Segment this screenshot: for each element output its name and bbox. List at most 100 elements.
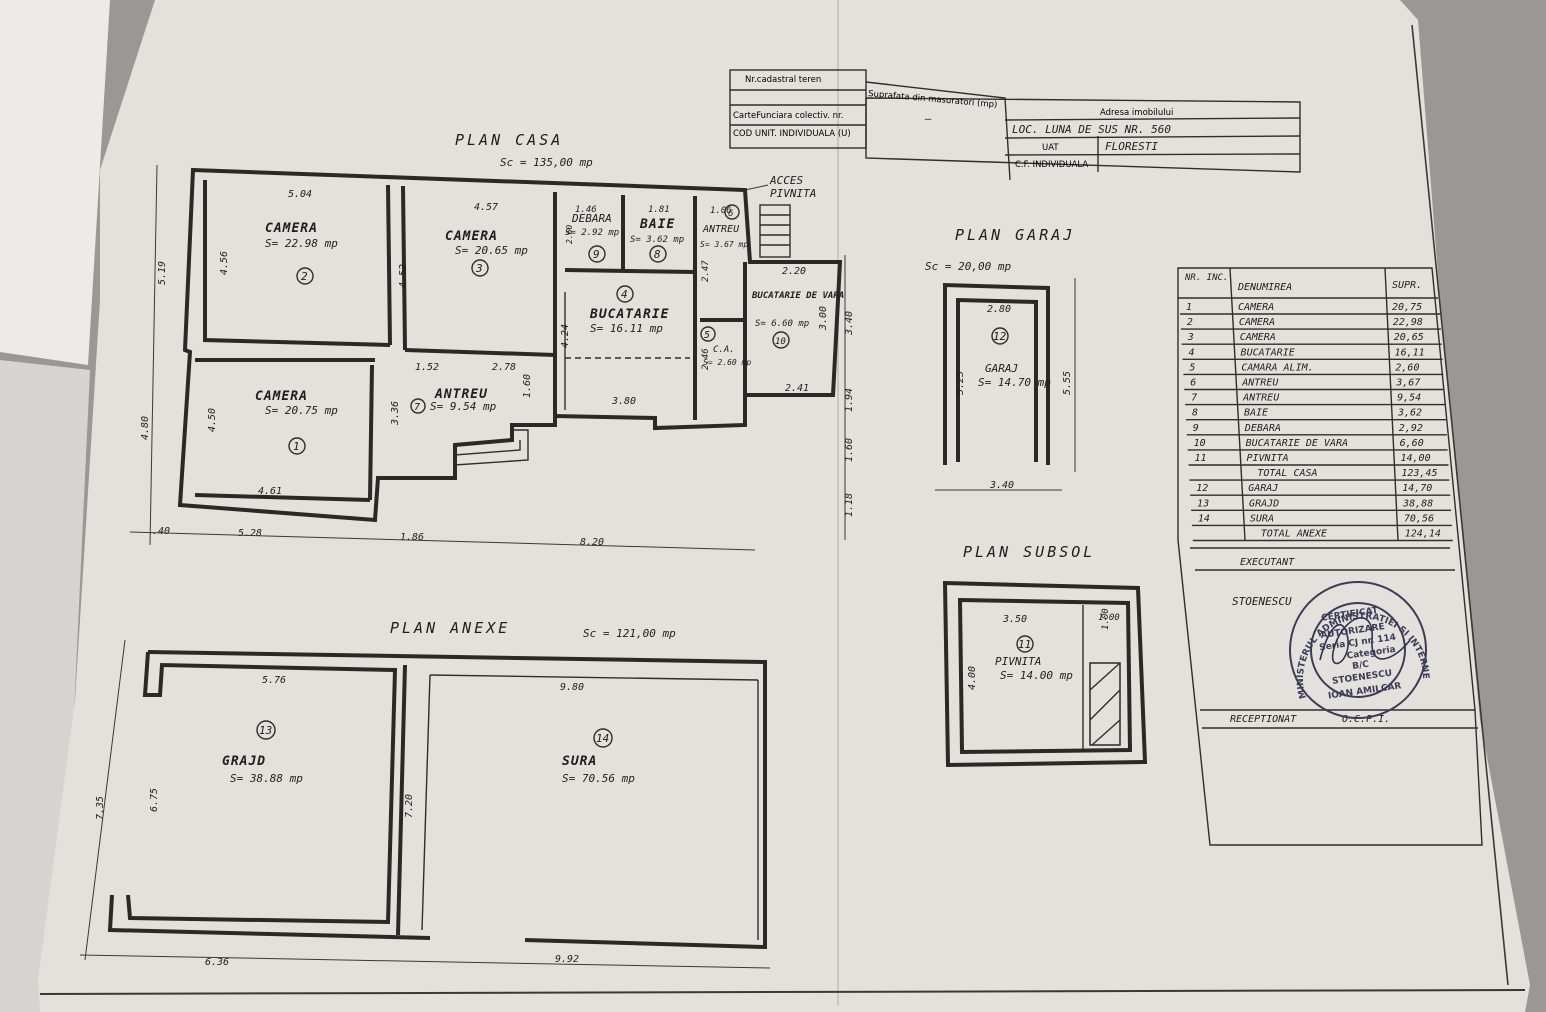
room-label: DEBARA: [571, 212, 612, 225]
plan-subsol-title: PLAN SUBSOL: [963, 543, 1095, 561]
table-cell-supr: 22,98: [1393, 317, 1423, 328]
table-cell-supr: 14,00: [1401, 453, 1431, 464]
room-number: 9: [593, 248, 600, 261]
casa-outer-wall: [177, 167, 843, 523]
dim-label: 2.78: [492, 362, 516, 373]
room-number-circle: [410, 398, 426, 414]
room-area: S= 20.65 mp: [455, 244, 528, 257]
wall-3-left: [401, 185, 407, 351]
wall-debara-bottom: [564, 268, 696, 274]
wall-3-bottom: [404, 348, 556, 357]
room-label: SURA: [562, 754, 597, 769]
dim-label: 5.19: [157, 261, 168, 285]
table-cell-nr: 6: [1190, 378, 1196, 389]
room-area: S= 3.67 mp: [700, 240, 748, 249]
table-cell-denumire: SURA: [1250, 513, 1274, 524]
dim-label: 7.35: [95, 796, 106, 820]
dim-label: 5.04: [288, 189, 312, 200]
room-area: S= 6.60 mp: [755, 319, 809, 329]
table-cell-nr: 4: [1189, 347, 1195, 358]
grajd-inner: [126, 651, 398, 925]
table-cell-nr: 14: [1198, 513, 1210, 524]
table-cell-supr: 2,60: [1395, 362, 1419, 373]
subsol-inner-wall: [957, 597, 1133, 755]
dim-label: 1.81: [648, 205, 670, 215]
table-cell-denumire: PIVNITA: [1247, 453, 1289, 464]
room-number: 1: [293, 440, 300, 453]
camera2-inner-wall: [203, 180, 391, 347]
dim-label: 8.20: [580, 537, 604, 548]
table-cell-supr: 123,45: [1401, 468, 1437, 479]
room-area: S= 9.54 mp: [430, 400, 497, 413]
hatch-line: [1091, 719, 1121, 746]
room-number: 14: [596, 732, 609, 745]
room-label: CAMERA: [445, 229, 498, 244]
table-cell-nr: 13: [1197, 498, 1209, 509]
room-area: S= 3.62 mp: [630, 235, 684, 245]
room-number-circle: [649, 245, 667, 263]
ocpi-label: O.C.P.I.: [1342, 714, 1390, 725]
dim-label: 4.52: [398, 264, 409, 288]
dim-label: 1.18: [844, 493, 855, 517]
room-area: S= 2.60 mp: [703, 358, 751, 367]
table-cell-supr: 38,88: [1402, 498, 1433, 509]
table-cell-denumire: GRAJD: [1249, 498, 1279, 509]
dim-label: 3.40: [844, 311, 855, 336]
subsol-outer-wall: [942, 580, 1148, 768]
hatch-line: [1089, 689, 1121, 721]
dim-label: 1.94: [844, 388, 855, 412]
wall-2-3: [386, 184, 392, 346]
table-cell-denumire: GARAJ: [1248, 483, 1278, 494]
cod-unit-label: COD UNIT. INDIVIDUALA (U): [733, 129, 851, 139]
room-area: S= 14.00 mp: [1000, 669, 1073, 682]
room-number: 13: [259, 724, 272, 737]
room-number: 8: [654, 248, 661, 261]
dim-line: [149, 164, 158, 546]
pivnita-access-label: PIVNITA: [770, 187, 816, 200]
room-number-circle: [991, 327, 1009, 345]
dim-label: 1.00: [1098, 613, 1120, 623]
room-area: S= 14.70 mp: [978, 376, 1051, 389]
dim-label: 9.92: [555, 954, 579, 965]
dim-label: 1.46: [575, 205, 597, 215]
uat-value: FLORESTI: [1105, 140, 1158, 153]
acces-arrow: [744, 184, 769, 191]
table-cell-nr: 11: [1195, 453, 1207, 464]
dim-label: 3.50: [1002, 614, 1027, 625]
table-cell-supr: 3,62: [1397, 408, 1422, 419]
dim-label: 1.86: [400, 532, 424, 543]
table-cell-supr: 124,14: [1405, 529, 1441, 540]
background-sheet: [0, 0, 110, 365]
camera1-bottom: [194, 493, 371, 502]
stairs-pivnita: [759, 204, 791, 258]
room-number: 3: [475, 262, 483, 275]
room-number-circle: [616, 285, 634, 303]
dim-label: 3.40: [989, 480, 1014, 491]
table-cell-denumire: TOTAL ANEXE: [1261, 529, 1327, 540]
table-cell-nr: 9: [1193, 423, 1199, 434]
table-cell-denumire: ANTREU: [1241, 378, 1279, 389]
dim-label: 3.36: [390, 401, 401, 426]
table-cell-nr: 7: [1191, 393, 1197, 404]
dim-label: 1.52: [415, 362, 439, 373]
table-cell-denumire: CAMARA ALIM.: [1241, 362, 1313, 373]
garaj-outer-wall: [943, 282, 1050, 465]
dim-label: 4.80: [140, 416, 151, 440]
room-number: 2: [301, 270, 308, 283]
room-number-circle: [471, 259, 489, 277]
plan-garaj-title: PLAN GARAJ: [955, 226, 1075, 244]
room-area: S= 16.11 mp: [590, 322, 663, 335]
camera1-right: [368, 364, 374, 501]
paper-sheet: [38, 0, 1530, 1012]
room-number-circle: [593, 728, 613, 748]
dim-label: 3.00: [818, 306, 829, 331]
room-area: S= 70.56 mp: [562, 772, 635, 785]
dim-label: 4.57: [474, 202, 498, 213]
adresa-value: LOC. LUNA DE SUS NR. 560: [1012, 123, 1171, 136]
plan-anexe-title: PLAN ANEXE: [390, 619, 510, 637]
room-number-circle: [296, 267, 314, 285]
table-cell-supr: 14,70: [1402, 483, 1432, 494]
room-number: 7: [414, 402, 420, 413]
room-number: 10: [775, 337, 786, 347]
